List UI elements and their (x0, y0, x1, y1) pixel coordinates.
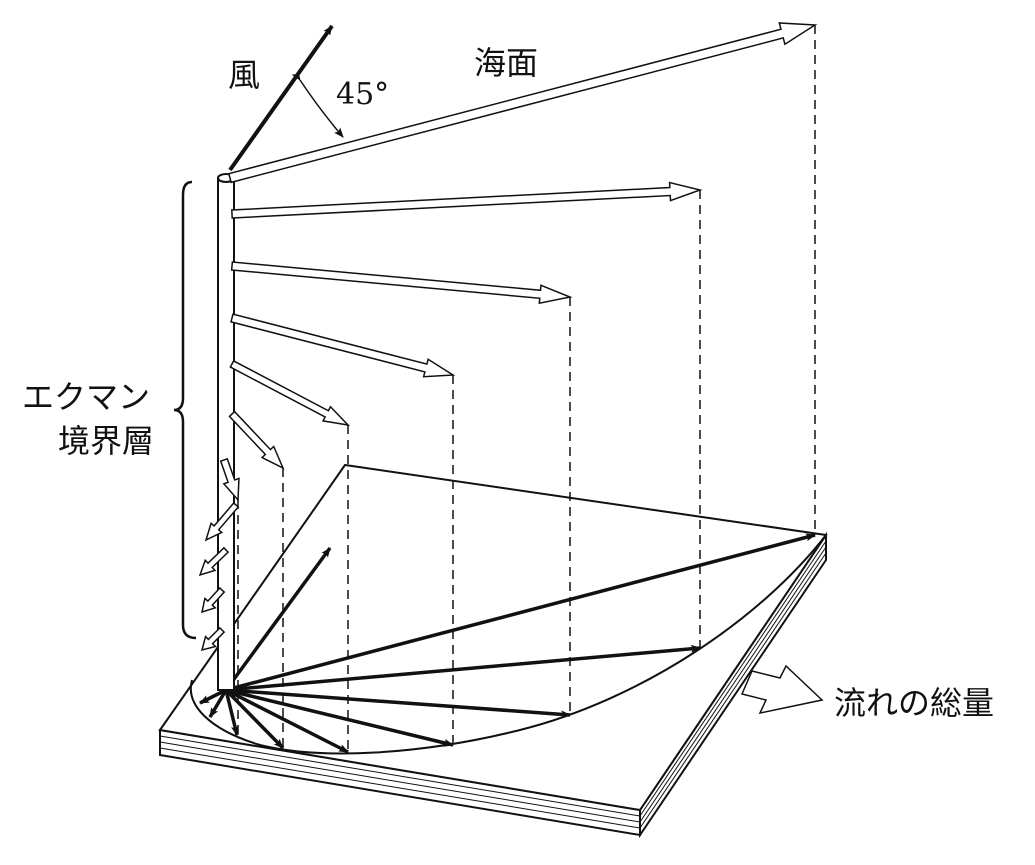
projected-vector (224, 688, 285, 750)
ekman-label-line2: 境界層 (58, 422, 154, 460)
current-vector-arrow (200, 586, 226, 614)
ekman-brace (173, 180, 197, 640)
ekman-label-line1: エクマン (22, 378, 150, 416)
sea-surface-label: 海面 (474, 44, 538, 82)
current-vector-arrow (230, 313, 456, 378)
current-vector-arrow (227, 22, 818, 184)
total-transport-label: 流れの総量 (834, 684, 994, 722)
current-vector-arrow (229, 359, 351, 427)
current-vector-arrow (198, 546, 230, 577)
projected-vector (224, 546, 332, 692)
ocean-plate (158, 463, 828, 839)
current-vector-arrow (230, 261, 573, 305)
current-vector-arrow (204, 501, 240, 542)
current-vector-arrow (231, 181, 703, 219)
current-vector-arrow (228, 410, 285, 470)
angle-arc (291, 70, 344, 138)
projected-vector (225, 688, 571, 719)
projected-vector (225, 533, 816, 692)
projected-vector (225, 688, 349, 754)
projected-vector (199, 688, 227, 705)
current-vector-arrow (219, 457, 240, 502)
projected-vector (224, 689, 239, 736)
wind-label: 風 (228, 56, 260, 94)
current-vectors (198, 22, 818, 652)
projected-vector (208, 689, 228, 718)
angle-label: 45° (336, 77, 389, 112)
projected-vector (225, 644, 701, 692)
depth-axis (217, 173, 235, 691)
wind-arrow (228, 24, 334, 172)
projected-vector (225, 688, 454, 747)
projected-vectors (199, 533, 816, 754)
total-transport-arrow (740, 664, 824, 715)
current-vector-arrow (200, 626, 226, 652)
